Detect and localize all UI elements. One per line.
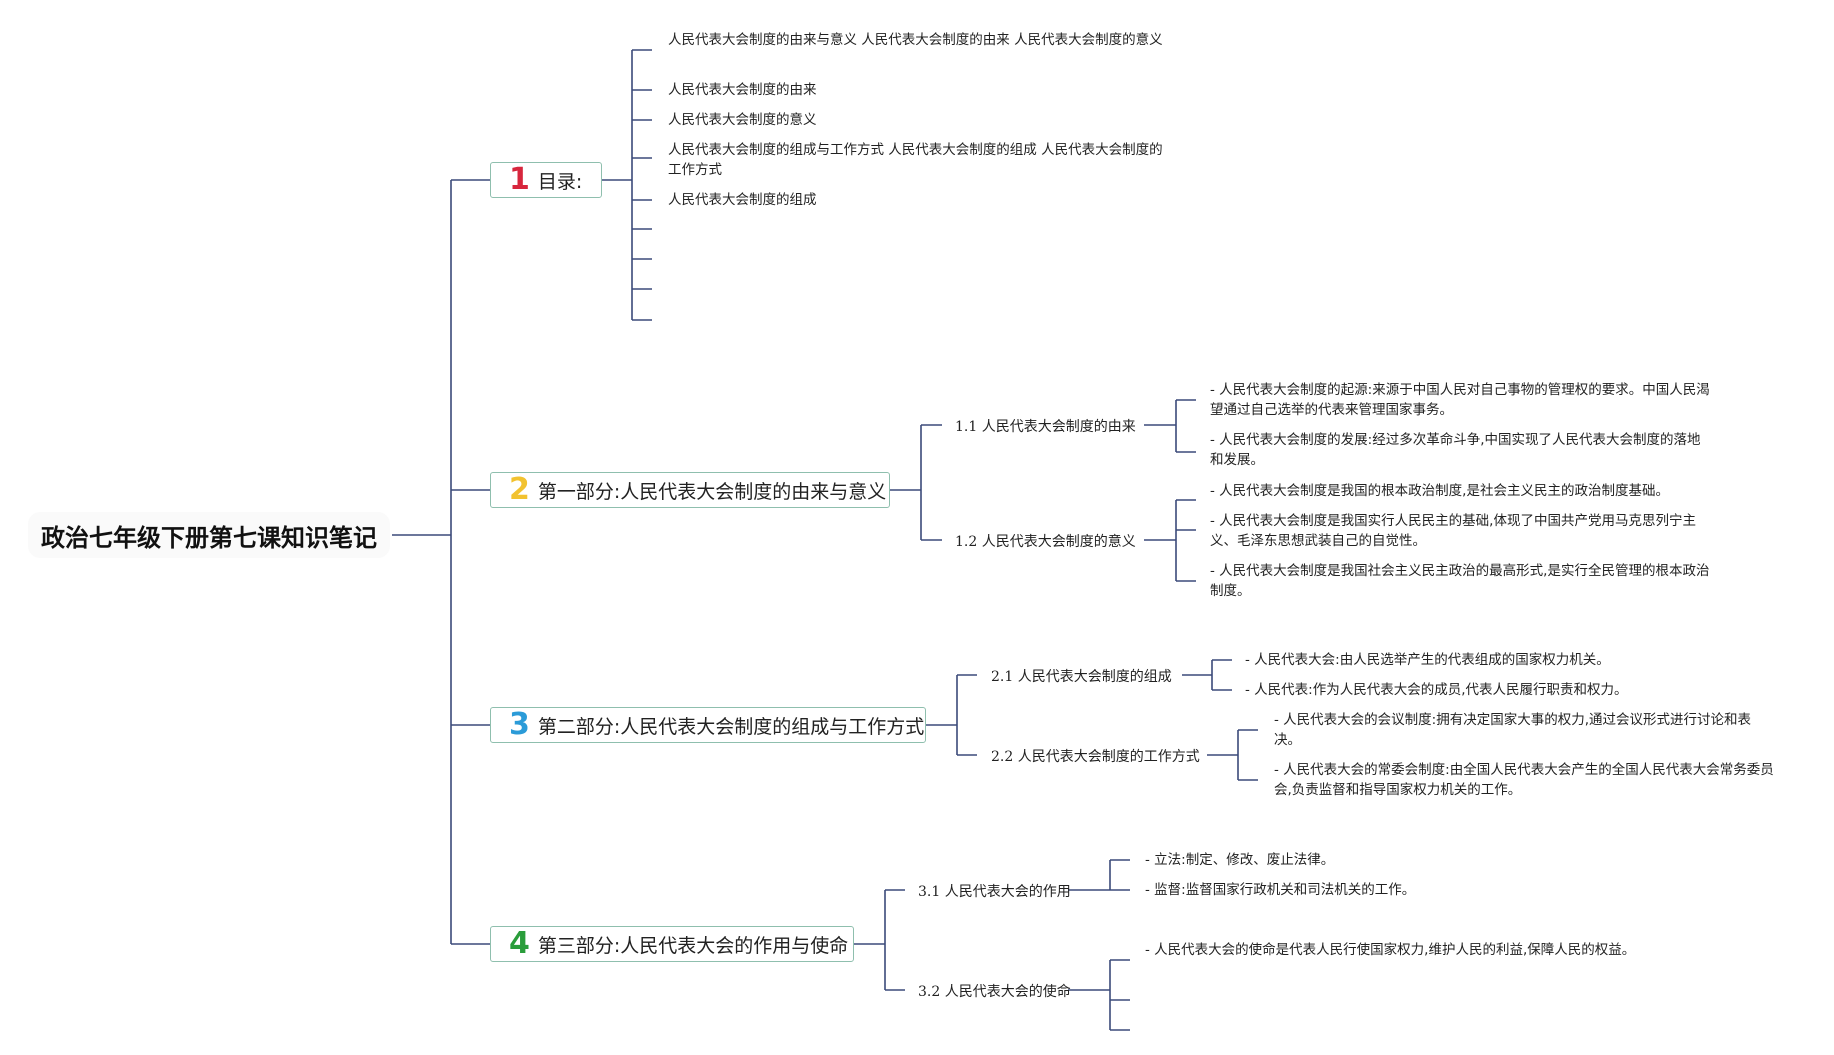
- root-topic[interactable]: 政治七年级下册第七课知识笔记: [28, 512, 390, 558]
- subtopic-3-1[interactable]: 3.1 人民代表大会的作用: [918, 884, 1071, 900]
- leaf-note[interactable]: - 人民代表大会制度的起源:来源于中国人民对自己事物的管理权的要求。中国人民渴望…: [1210, 382, 1710, 418]
- subtopic-1-1[interactable]: 1.1 人民代表大会制度的由来: [955, 419, 1136, 435]
- section-3-topic[interactable]: 3 第二部分:人民代表大会制度的组成与工作方式: [490, 707, 926, 743]
- subtopic-2-2[interactable]: 2.2 人民代表大会制度的工作方式: [991, 749, 1200, 765]
- leaf-note[interactable]: - 人民代表大会制度的发展:经过多次革命斗争,中国实现了人民代表大会制度的落地和…: [1210, 432, 1701, 468]
- toc-item[interactable]: 人民代表大会制度的组成: [668, 192, 817, 208]
- leaf-note[interactable]: - 人民代表:作为人民代表大会的成员,代表人民履行职责和权力。: [1245, 682, 1628, 698]
- leaf-note[interactable]: - 人民代表大会:由人民选举产生的代表组成的国家权力机关。: [1245, 652, 1610, 668]
- number-2-icon: 2: [509, 472, 530, 507]
- section-1-label: 目录:: [537, 170, 583, 193]
- section-1-topic[interactable]: 1 目录:: [490, 162, 602, 198]
- subtopic-2-1[interactable]: 2.1 人民代表大会制度的组成: [991, 669, 1172, 685]
- number-1-icon: 1: [509, 162, 530, 197]
- leaf-note[interactable]: - 监督:监督国家行政机关和司法机关的工作。: [1145, 882, 1416, 898]
- toc-item[interactable]: 人民代表大会制度的由来: [668, 82, 817, 98]
- toc-item[interactable]: 人民代表大会制度的意义: [668, 112, 817, 128]
- leaf-note[interactable]: - 人民代表大会制度是我国社会主义民主政治的最高形式,是实行全民管理的根本政治制…: [1210, 563, 1710, 599]
- leaf-note[interactable]: - 人民代表大会的常委会制度:由全国人民代表大会产生的全国人民代表大会常务委员会…: [1274, 762, 1774, 798]
- section-2-topic[interactable]: 2 第一部分:人民代表大会制度的由来与意义: [490, 472, 890, 508]
- leaf-note[interactable]: - 人民代表大会制度是我国的根本政治制度,是社会主义民主的政治制度基础。: [1210, 483, 1669, 499]
- toc-item[interactable]: 人民代表大会制度的组成与工作方式 人民代表大会制度的组成 人民代表大会制度的工作…: [668, 142, 1163, 178]
- leaf-note[interactable]: - 人民代表大会的会议制度:拥有决定国家大事的权力,通过会议形式进行讨论和表决。: [1274, 712, 1752, 748]
- subtopic-1-2[interactable]: 1.2 人民代表大会制度的意义: [955, 534, 1136, 550]
- section-3-label: 第二部分:人民代表大会制度的组成与工作方式: [537, 715, 925, 738]
- section-4-topic[interactable]: 4 第三部分:人民代表大会的作用与使命: [490, 926, 854, 962]
- number-4-icon: 4: [509, 926, 530, 961]
- leaf-note[interactable]: - 人民代表大会制度是我国实行人民民主的基础,体现了中国共产党用马克思列宁主义、…: [1210, 513, 1696, 549]
- section-4-label: 第三部分:人民代表大会的作用与使命: [537, 934, 849, 957]
- leaf-note[interactable]: - 人民代表大会的使命是代表人民行使国家权力,维护人民的利益,保障人民的权益。: [1145, 942, 1636, 958]
- toc-item[interactable]: 人民代表大会制度的由来与意义 人民代表大会制度的由来 人民代表大会制度的意义: [668, 32, 1163, 48]
- section-2-label: 第一部分:人民代表大会制度的由来与意义: [537, 480, 887, 503]
- leaf-note[interactable]: - 立法:制定、修改、废止法律。: [1145, 852, 1335, 868]
- subtopic-3-2[interactable]: 3.2 人民代表大会的使命: [918, 984, 1071, 1000]
- number-3-icon: 3: [509, 707, 530, 742]
